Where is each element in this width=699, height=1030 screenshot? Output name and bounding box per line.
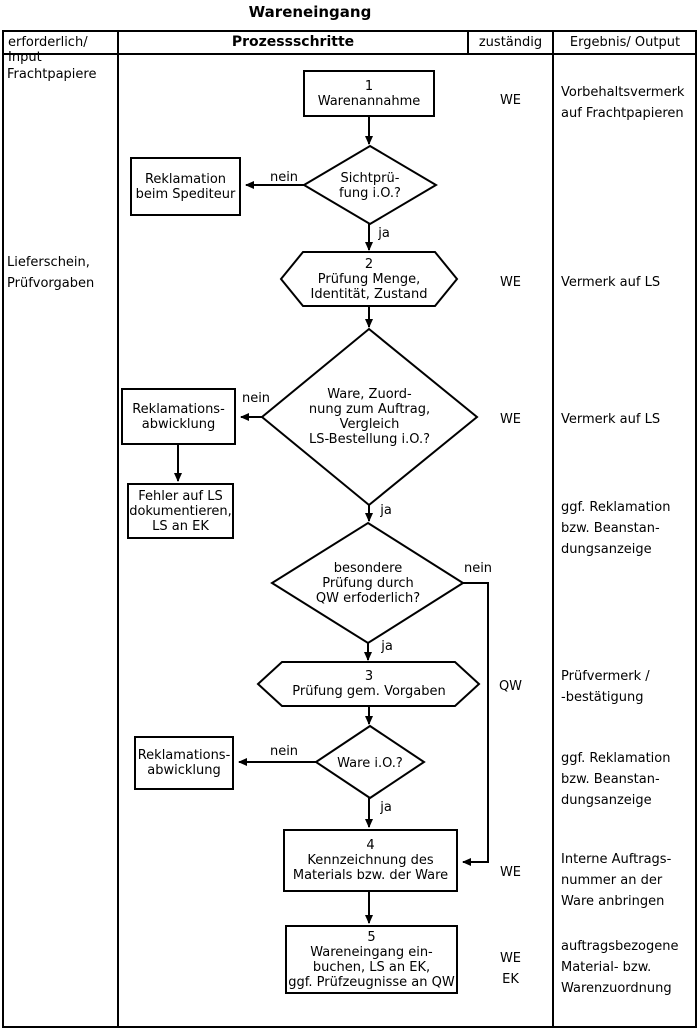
label-nein-sichtpruefung: nein xyxy=(269,170,299,185)
header-steps-column: Prozessschritte xyxy=(231,34,355,50)
output-vermerk-ls-2: Vermerk auf LS xyxy=(561,412,661,427)
step-hexagon-2-shape xyxy=(279,251,459,307)
box-reklamationsabwicklung-1: Reklamations- abwicklung xyxy=(121,388,236,445)
label-ja-qw-pruefung: ja xyxy=(381,639,393,654)
responsible-row-3: WE xyxy=(499,412,522,427)
header-responsible-column: zuständig xyxy=(478,35,543,50)
header-input-column: erforderlich/ Input xyxy=(8,35,88,65)
decision-sichtpruefung-text: Sichtprü- fung i.O.? xyxy=(339,171,401,201)
table-frame xyxy=(2,30,697,1028)
input-frachtpapiere: Frachtpapiere xyxy=(7,67,97,82)
output-vorbehaltsvermerk: Vorbehaltsvermerk auf Frachtpapieren xyxy=(561,85,685,121)
output-interne-auftragsnummer: Interne Auftrags- nummer an der Ware anb… xyxy=(561,852,672,909)
step-hexagon-3-text: 3 Prüfung gem. Vorgaben xyxy=(292,669,446,699)
responsible-row-6: WE EK xyxy=(499,951,522,987)
responsible-row-2: WE xyxy=(499,275,522,290)
step-box-5-einbuchen: 5 Wareneingang ein- buchen, LS an EK, gg… xyxy=(285,925,458,994)
decision-zuordnung-text: Ware, Zuord- nung zum Auftrag, Vergleich… xyxy=(308,387,431,447)
responsible-row-4: QW xyxy=(498,679,523,694)
column-divider-output xyxy=(552,30,554,1028)
step-hexagon-3-shape xyxy=(256,661,481,707)
responsible-row-5: WE xyxy=(499,865,522,880)
label-ja-ware-io: ja xyxy=(380,800,392,815)
arrow-nein-to-box4 xyxy=(462,582,489,866)
output-pruefvermerk: Prüfvermerk / -bestätigung xyxy=(561,669,650,705)
output-vermerk-ls-1: Vermerk auf LS xyxy=(561,275,661,290)
column-divider-input xyxy=(117,30,119,1028)
label-nein-qw-pruefung: nein xyxy=(463,561,493,576)
output-auftragsbezogene-zuordnung: auftragsbezogene Material- bzw. Warenzuo… xyxy=(561,939,679,996)
label-nein-zuordnung: nein xyxy=(241,391,271,406)
box-fehler-auf-ls: Fehler auf LS dokumentieren, LS an EK xyxy=(127,483,234,539)
label-ja-zuordnung: ja xyxy=(380,503,392,518)
box-reklamationsabwicklung-2: Reklamations- abwicklung xyxy=(134,736,234,790)
label-nein-ware-io: nein xyxy=(269,744,299,759)
step-hexagon-2-text: 2 Prüfung Menge, Identität, Zustand xyxy=(310,257,428,302)
decision-qw-pruefung-text: besondere Prüfung durch QW erfoderlich? xyxy=(315,560,421,606)
step-box-1-warenannahme: 1 Warenannahme xyxy=(303,70,435,117)
responsible-row-1: WE xyxy=(499,93,522,108)
label-ja-sichtpruefung: ja xyxy=(378,226,390,241)
header-bottom-line xyxy=(2,53,697,55)
step-box-4-kennzeichnung: 4 Kennzeichnung des Materials bzw. der W… xyxy=(283,829,458,892)
box-reklamation-spediteur: Reklamation beim Spediteur xyxy=(130,157,241,216)
decision-ware-io-text: Ware i.O.? xyxy=(337,755,403,771)
diagram-title: Wareneingang xyxy=(248,3,372,21)
header-output-column: Ergebnis/ Output xyxy=(569,35,681,50)
output-reklamation-2: ggf. Reklamation bzw. Beanstan- dungsanz… xyxy=(561,751,671,808)
input-lieferschein: Lieferschein, Prüfvorgaben xyxy=(7,255,95,291)
column-divider-responsible xyxy=(467,30,469,55)
output-reklamation-1: ggf. Reklamation bzw. Beanstan- dungsanz… xyxy=(561,500,671,557)
